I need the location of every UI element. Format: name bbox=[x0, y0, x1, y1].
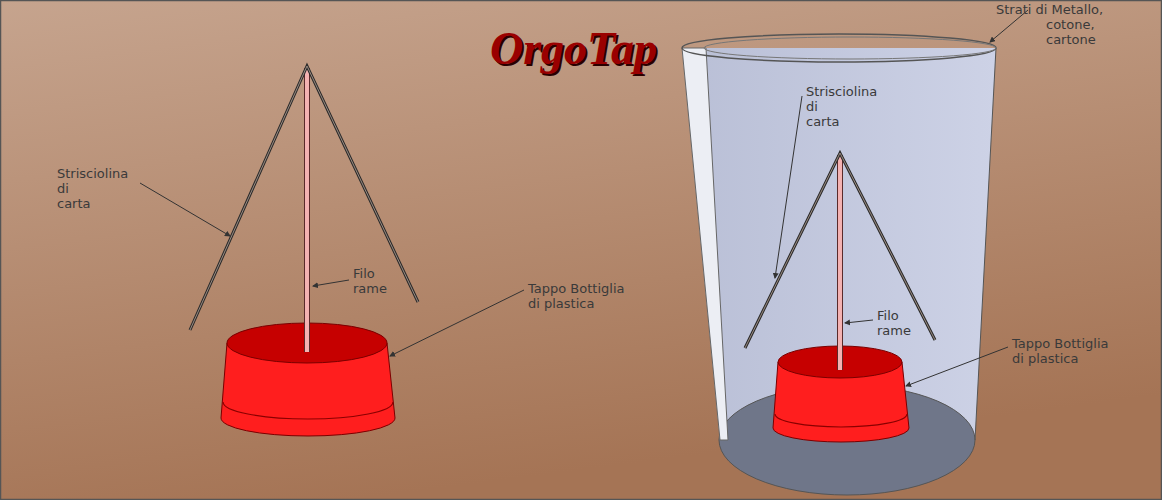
part-label: Filo rame bbox=[877, 308, 937, 338]
part-label: Filo rame bbox=[353, 266, 413, 296]
title: OrgoTap bbox=[490, 22, 657, 75]
part-label: Tappo Bottiglia di plastica bbox=[528, 281, 632, 311]
left-device bbox=[190, 66, 418, 436]
part-label: Strati di Metallo, cotone, cartone bbox=[1046, 2, 1112, 47]
leader-lines bbox=[140, 10, 1028, 386]
right-device bbox=[682, 34, 996, 495]
part-label: Strisciolina di carta bbox=[806, 84, 896, 129]
part-label: Tappo Bottiglia di plastica bbox=[1012, 336, 1116, 366]
part-label: Strisciolina di carta bbox=[57, 166, 147, 211]
